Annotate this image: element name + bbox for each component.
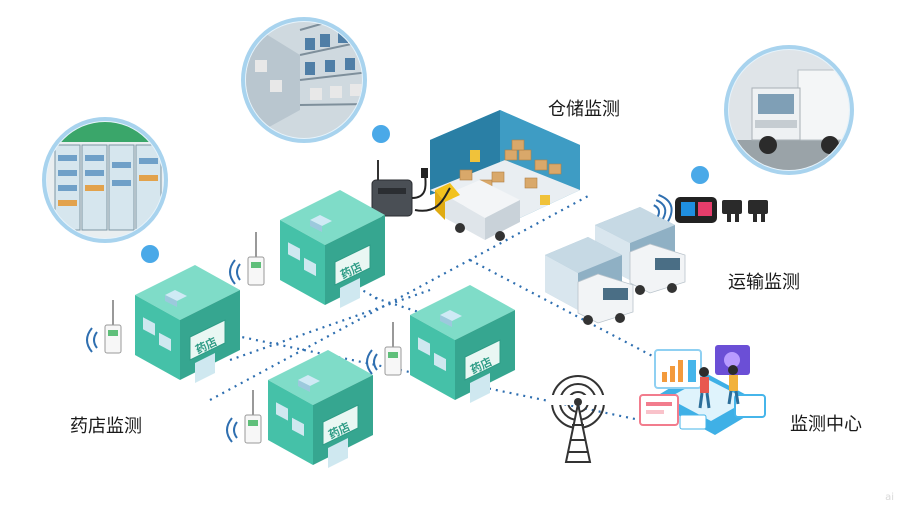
truck-icon-2: [545, 237, 634, 325]
vehicle-sensor-devices: [653, 194, 768, 223]
warehouse-illustration: [430, 110, 580, 241]
pharmacy-bubble-dot: [141, 245, 159, 263]
wifi-icon: [653, 194, 673, 222]
pharmacy-store-2: 药店: [135, 265, 240, 383]
storage-shelves-photo: [241, 17, 367, 143]
pharmacy-photo: [42, 117, 168, 243]
temperature-humidity-sensor-icon: [366, 322, 402, 376]
temperature-humidity-sensor-icon: [229, 232, 265, 286]
tower-tip: [574, 398, 582, 406]
watermark: ai: [885, 492, 894, 503]
temperature-humidity-sensor-icon: [86, 300, 122, 354]
temperature-humidity-sensor-icon: [226, 390, 262, 444]
pharmacy-store-1: 药店: [280, 190, 385, 308]
pharmacy-store-3: 药店: [410, 285, 515, 403]
refrigerated-truck-photo: [724, 45, 854, 175]
monitoring-center-illustration: [639, 345, 766, 435]
sensor-group: [86, 232, 402, 444]
pharmacy-monitoring-label: 药店监测: [70, 416, 142, 437]
wifi-icon: [366, 349, 378, 375]
network-lines: [207, 194, 661, 422]
transport-bubble-dot: [691, 166, 709, 184]
wifi-icon: [226, 417, 238, 443]
warehouse-bubble-dot: [372, 125, 390, 143]
wifi-icon: [229, 259, 241, 285]
pharmacy-store-4: 药店: [268, 350, 373, 468]
wifi-icon: [86, 327, 98, 353]
gateway-device-icon: [371, 160, 451, 217]
radio-tower-icon: [551, 375, 605, 463]
transport-monitoring-label: 运输监测: [728, 272, 800, 293]
monitoring-center-label: 监测中心: [790, 414, 862, 435]
warehouse-monitoring-label: 仓储监测: [548, 99, 620, 120]
